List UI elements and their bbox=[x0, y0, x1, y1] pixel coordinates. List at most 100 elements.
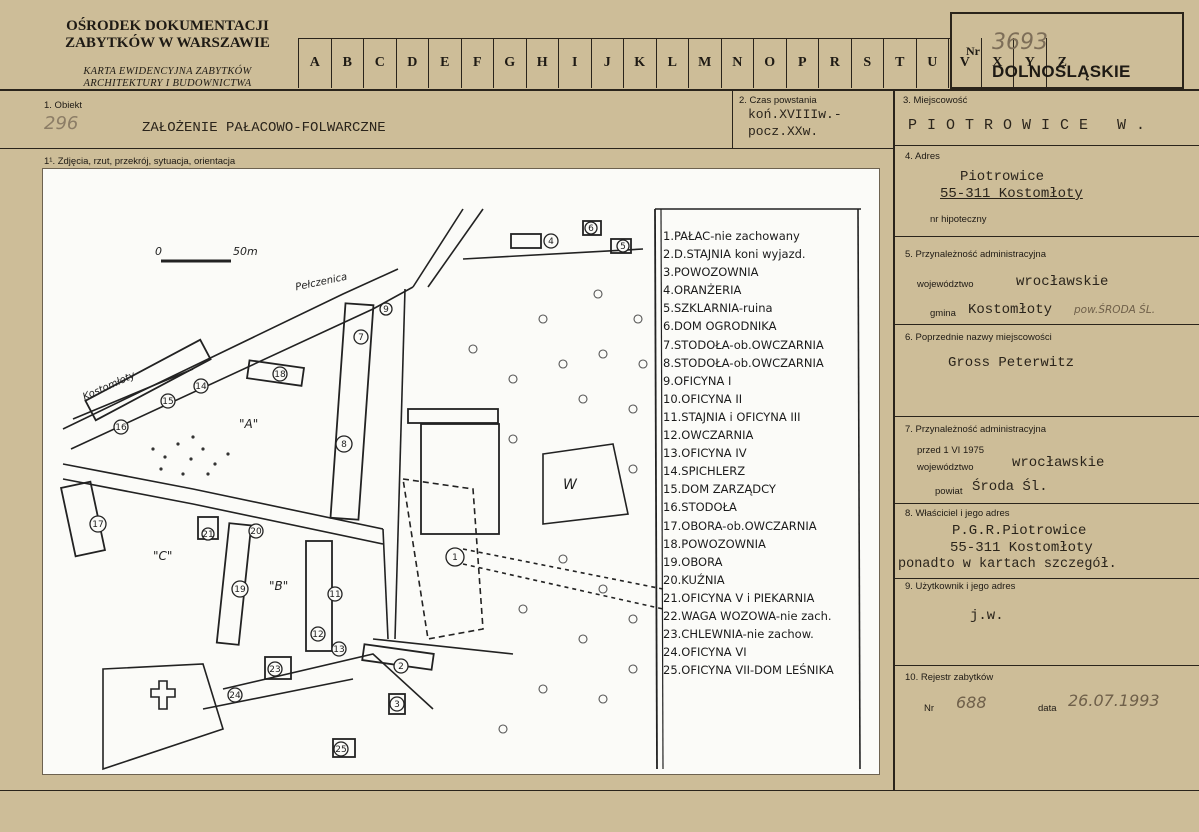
legend-item: 17.OBORA-ob.OWCZARNIA bbox=[663, 518, 817, 533]
alphabet-letter: U bbox=[915, 38, 949, 88]
svg-text:2: 2 bbox=[398, 662, 404, 672]
svg-text:15: 15 bbox=[162, 397, 173, 407]
rejestr-nr-label: Nr bbox=[924, 703, 935, 714]
svg-text:7: 7 bbox=[358, 333, 364, 343]
wojewodztwo-1975-label: województwo bbox=[917, 462, 974, 473]
legend-item: 16.STODOŁA bbox=[663, 500, 737, 515]
svg-text:24: 24 bbox=[229, 691, 241, 701]
alphabet-letter: K bbox=[623, 38, 656, 88]
przynaleznosc-1975-label: 7. Przynależność administracyjna bbox=[905, 424, 1046, 435]
gmina-label: gmina bbox=[930, 308, 956, 319]
alphabet-letter: S bbox=[850, 38, 884, 88]
scale-zero: 0 bbox=[155, 245, 162, 258]
czas-line-1: koń.XVIIIw.- bbox=[748, 107, 842, 122]
legend-item: 7.STODOŁA-ob.OWCZARNIA bbox=[663, 337, 824, 352]
building-legend: 1.PAŁAC-nie zachowany 2.D.STAJNIA koni wy… bbox=[663, 227, 834, 679]
svg-text:3: 3 bbox=[394, 700, 400, 710]
svg-text:13: 13 bbox=[333, 645, 344, 655]
legend-item: 11.STAJNIA i OFICYNA III bbox=[663, 409, 801, 424]
org-name: OŚRODEK DOKUMENTACJI ZABYTKÓW W WARSZAWI… bbox=[40, 18, 295, 52]
adres-line-1: Piotrowice bbox=[960, 169, 1045, 185]
legend-item: 12.OWCZARNIA bbox=[663, 428, 754, 443]
legend-item: 8.STODOŁA-ob.OWCZARNIA bbox=[663, 355, 824, 370]
wojewodztwo-value: wrocławskie bbox=[1016, 274, 1109, 290]
right-row-3 bbox=[895, 145, 1199, 146]
wojewodztwo-label: województwo bbox=[917, 279, 974, 290]
legend-item: 1.PAŁAC-nie zachowany bbox=[663, 229, 800, 243]
area-c-label: "C" bbox=[153, 549, 173, 563]
przynaleznosc-label: 5. Przynależność administracyjna bbox=[905, 249, 1046, 260]
miejscowosc-value: PIOTROWICE W. bbox=[908, 117, 1156, 134]
right-row-5 bbox=[895, 324, 1199, 325]
legend-item: 5.SZKLARNIA-ruina bbox=[663, 301, 773, 316]
svg-text:21: 21 bbox=[202, 530, 213, 540]
legend-item: 14.SPICHLERZ bbox=[663, 464, 746, 479]
legend-item: 2.D.STAJNIA koni wyjazd. bbox=[663, 247, 806, 262]
legend-item: 24.OFICYNA VI bbox=[663, 645, 747, 660]
svg-text:14: 14 bbox=[195, 382, 207, 392]
alphabet-letter: I bbox=[558, 38, 591, 88]
legend-item: 19.OBORA bbox=[663, 554, 723, 569]
svg-text:16: 16 bbox=[115, 423, 127, 433]
alphabet-letter: D bbox=[395, 38, 429, 88]
legend-item: 9.OFICYNA I bbox=[663, 373, 732, 388]
bottom-line bbox=[0, 790, 1199, 791]
alphabet-letter: G bbox=[493, 38, 526, 88]
obiekt-label: 1. Obiekt bbox=[44, 100, 83, 111]
czas-label: 2. Czas powstania bbox=[739, 95, 817, 106]
alphabet-letter: C bbox=[363, 38, 396, 88]
legend-item: 10.OFICYNA II bbox=[663, 391, 743, 406]
svg-text:12: 12 bbox=[312, 630, 323, 640]
legend-item: 21.OFICYNA V i PIEKARNIA bbox=[663, 590, 815, 605]
uzytkownik-value: j.w. bbox=[970, 608, 1004, 624]
wlasciciel-label: 8. Właściciel i jego adres bbox=[905, 508, 1010, 519]
registry-number-box: Nr 3693 DOLNOŚLĄSKIE bbox=[950, 12, 1184, 89]
scale-label: 50m bbox=[233, 245, 258, 258]
alphabet-letter: B bbox=[330, 38, 364, 88]
card-line-1: KARTA EWIDENCYJNA ZABYTKÓW bbox=[83, 66, 252, 77]
right-row-4 bbox=[895, 236, 1199, 237]
rejestr-label: 10. Rejestr zabytków bbox=[905, 672, 994, 683]
card-subtitle: KARTA EWIDENCYJNA ZABYTKÓW ARCHITEKTURY … bbox=[40, 66, 295, 90]
alphabet-letter: F bbox=[460, 38, 494, 88]
col-divider-1 bbox=[732, 91, 733, 149]
org-line-2: ZABYTKÓW W WARSZAWIE bbox=[65, 35, 270, 51]
svg-text:8: 8 bbox=[341, 440, 347, 450]
uzytkownik-label: 9. Użytkownik i jego adres bbox=[905, 581, 1016, 592]
area-a-label: "A" bbox=[239, 417, 259, 431]
zdjecia-label: 1¹. Zdjęcia, rzut, przekrój, sytuacja, o… bbox=[44, 156, 236, 167]
legend-item: 22.WAGA WOZOWA-nie zach. bbox=[663, 608, 832, 623]
rejestr-data-value: 26.07.1993 bbox=[1068, 691, 1160, 710]
alphabet-letter: T bbox=[883, 38, 916, 88]
legend-item: 3.POWOZOWNIA bbox=[663, 265, 759, 280]
rejestr-data-label: data bbox=[1038, 703, 1057, 714]
svg-text:4: 4 bbox=[548, 237, 554, 247]
legend-item: 6.DOM OGRODNIKA bbox=[663, 319, 777, 334]
site-plan-photo: 1 2 3 4 5 6 7 8 9 11 12 13 14 15 16 17 1… bbox=[42, 168, 880, 775]
area-w-label: W bbox=[563, 477, 577, 493]
region-name: DOLNOŚLĄSKIE bbox=[992, 62, 1131, 81]
alphabet-letter: V bbox=[948, 38, 981, 88]
powiat-value: Środa Śl. bbox=[972, 479, 1048, 495]
svg-text:1: 1 bbox=[452, 553, 458, 563]
alphabet-letter: Z bbox=[1045, 38, 1079, 88]
czas-line-2: pocz.XXw. bbox=[748, 124, 819, 139]
rejestr-nr-value: 688 bbox=[956, 693, 987, 712]
poprzednie-value: Gross Peterwitz bbox=[948, 355, 1075, 371]
obiekt-hand-number: 296 bbox=[44, 113, 79, 134]
legend-item: 15.DOM ZARZĄDCY bbox=[663, 482, 776, 497]
svg-text:6: 6 bbox=[588, 224, 594, 234]
powiat-label: powiat bbox=[935, 486, 963, 497]
svg-text:17: 17 bbox=[92, 520, 103, 530]
alphabet-letter: H bbox=[525, 38, 559, 88]
right-row-8 bbox=[895, 578, 1199, 579]
miejscowosc-label: 3. Miejscowość bbox=[903, 95, 968, 106]
alphabet-top-line bbox=[298, 38, 950, 39]
legend-item: 4.ORANŻERIA bbox=[663, 283, 742, 298]
legend-item: 18.POWOZOWNIA bbox=[663, 536, 766, 551]
right-row-7 bbox=[895, 503, 1199, 504]
svg-text:23: 23 bbox=[269, 665, 280, 675]
row1-bottom bbox=[0, 148, 893, 149]
legend-item: 20.KUŹNIA bbox=[663, 572, 725, 587]
